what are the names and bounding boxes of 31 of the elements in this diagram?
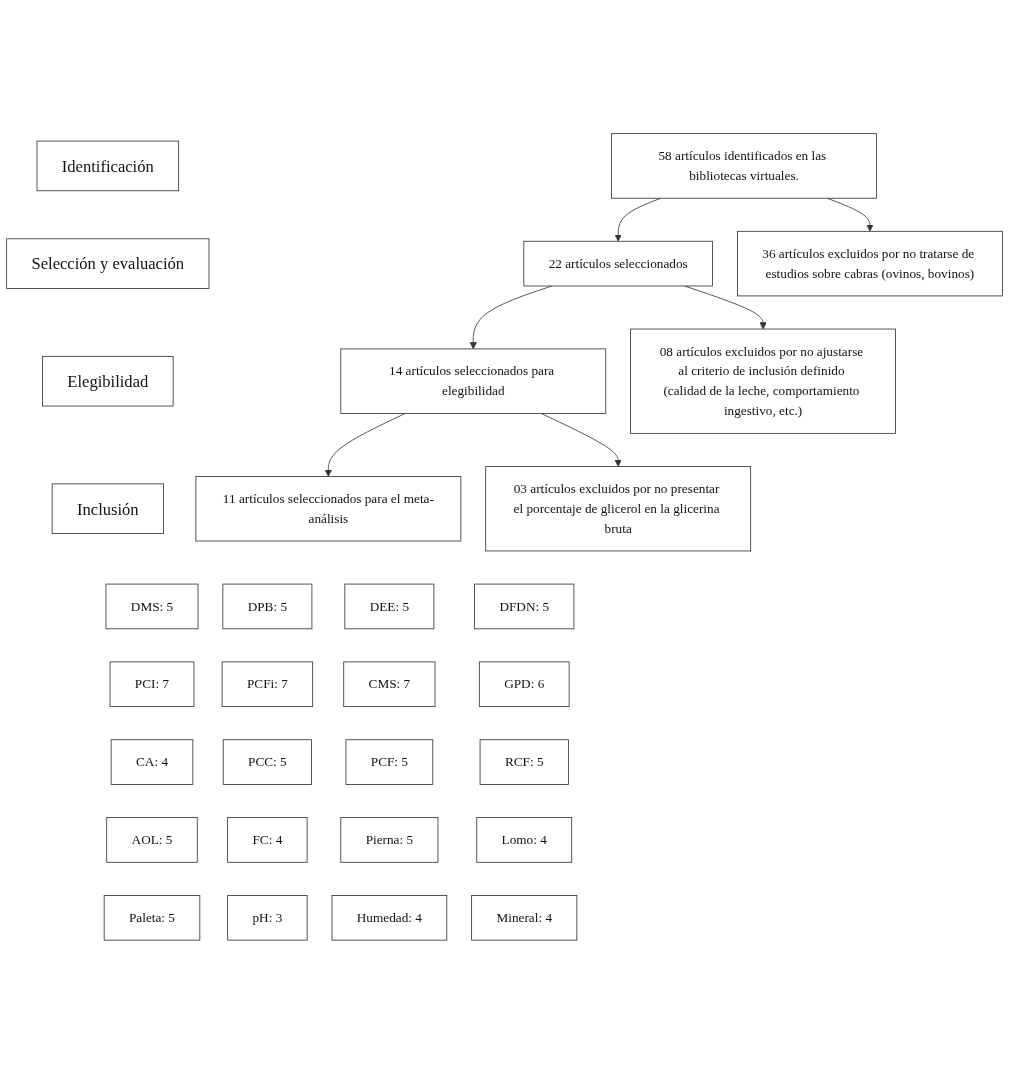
node-box: Paleta: 5 (103, 895, 201, 941)
node-box: DPB: 5 (222, 583, 313, 630)
node-box: Mineral: 4 (471, 895, 578, 941)
node-box: DMS: 5 (105, 583, 199, 630)
node-box: RCF: 5 (479, 739, 569, 785)
node-box: Elegibilidad (42, 356, 174, 407)
node-box: 08 artículos excluidos por no ajustarse al criterio de inclusión definido (calidad de la leche, comportamiento ingestivo, etc.) (630, 328, 896, 434)
node-box: PCC: 5 (222, 739, 312, 785)
node-box: DFDN: 5 (474, 583, 575, 630)
node-box: CMS: 7 (343, 661, 436, 708)
node-box: Identificación (36, 140, 180, 192)
node-box: PCI: 7 (109, 661, 195, 708)
node-box: Pierna: 5 (340, 817, 439, 863)
node-box: 14 artículos seleccionados para elegibilidad (340, 348, 607, 415)
node-box: Humedad: 4 (331, 895, 448, 941)
node-box: PCF: 5 (345, 739, 434, 785)
node-box: pH: 3 (227, 895, 308, 941)
node-box: Selección y evaluación (6, 238, 210, 289)
node-box: CA: 4 (110, 739, 194, 785)
node-box: 22 artículos seleccionados (523, 240, 713, 287)
node-box: 36 artículos excluidos por no tratarse de estudios sobre cabras (ovinos, bovinos) (737, 231, 1003, 297)
node-box: FC: 4 (227, 817, 308, 863)
node-box: DEE: 5 (344, 583, 435, 630)
node-box: 58 artículos identificados en las bibliotecas virtuales. (611, 133, 877, 199)
node-box: PCFi: 7 (221, 661, 314, 708)
node-box: 03 artículos excluidos por no presentar el porcentaje de glicerol en la glicerina bruta (485, 466, 752, 552)
node-box: Lomo: 4 (476, 817, 573, 863)
node-box: GPD: 6 (478, 661, 570, 708)
node-box: Inclusión (51, 483, 164, 535)
node-box: 11 artículos seleccionados para el meta-análisis (195, 476, 462, 542)
node-box: AOL: 5 (106, 817, 198, 863)
